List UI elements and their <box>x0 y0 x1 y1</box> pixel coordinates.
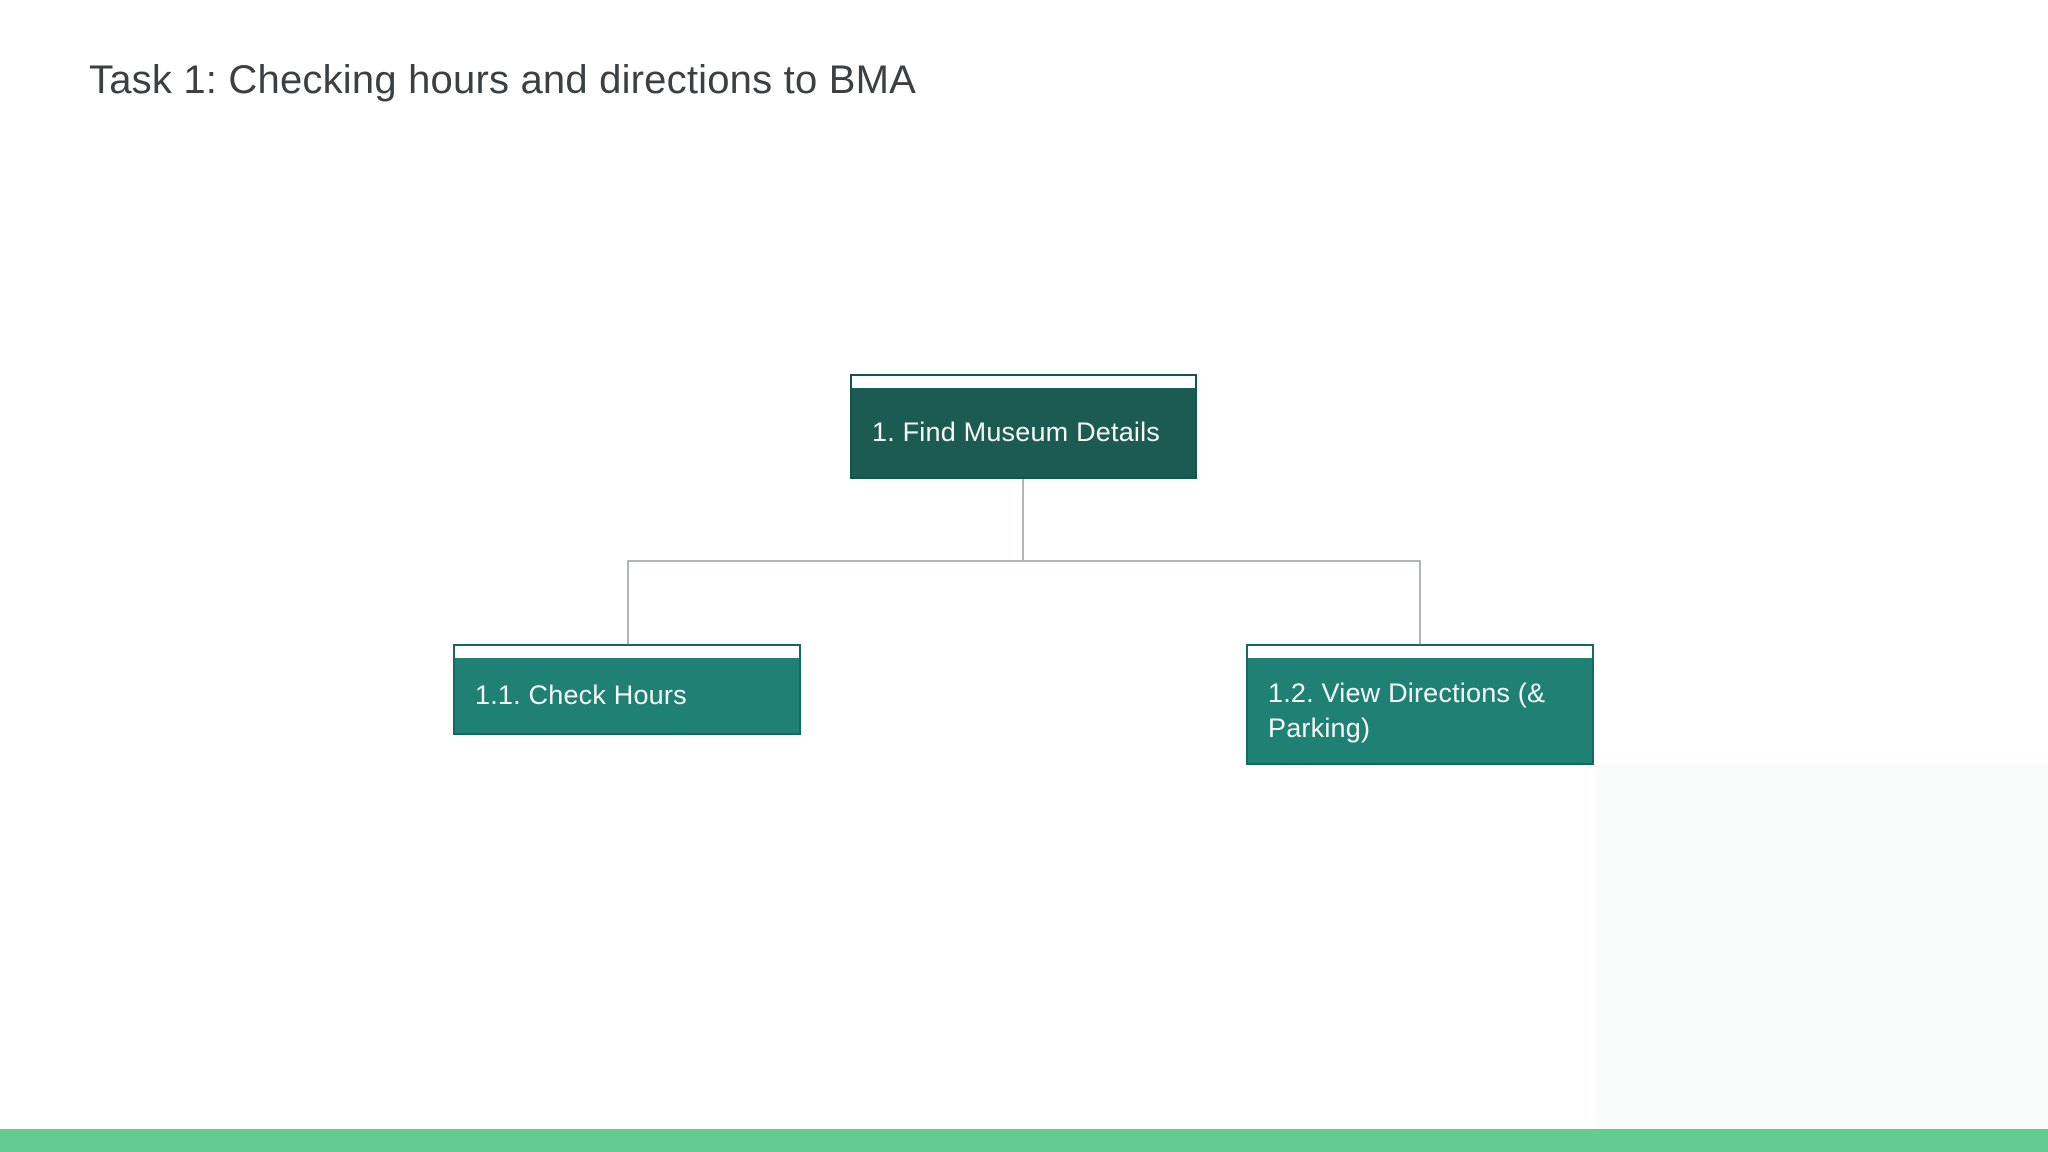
connector-right-drop <box>1419 561 1421 644</box>
node-label: 1. Find Museum Details <box>872 417 1161 448</box>
canvas-shade-region <box>1596 764 2048 1130</box>
node-find-museum-details[interactable]: 1. Find Museum Details <box>850 374 1197 479</box>
connector-horizontal-rail <box>627 560 1421 562</box>
bottom-accent-bar <box>0 1129 2048 1152</box>
node-check-hours[interactable]: 1.1. Check Hours <box>453 644 801 735</box>
connector-left-drop <box>627 561 629 644</box>
node-header-strip <box>1248 646 1592 658</box>
node-label: 1.1. Check Hours <box>475 680 687 711</box>
node-header-strip <box>455 646 799 658</box>
connector-root-drop <box>1022 479 1024 562</box>
node-view-directions-parking[interactable]: 1.2. View Directions (& Parking) <box>1246 644 1594 765</box>
node-label: 1.2. View Directions (& Parking) <box>1268 677 1546 743</box>
node-header-strip <box>852 376 1195 388</box>
page-title: Task 1: Checking hours and directions to… <box>89 58 916 102</box>
